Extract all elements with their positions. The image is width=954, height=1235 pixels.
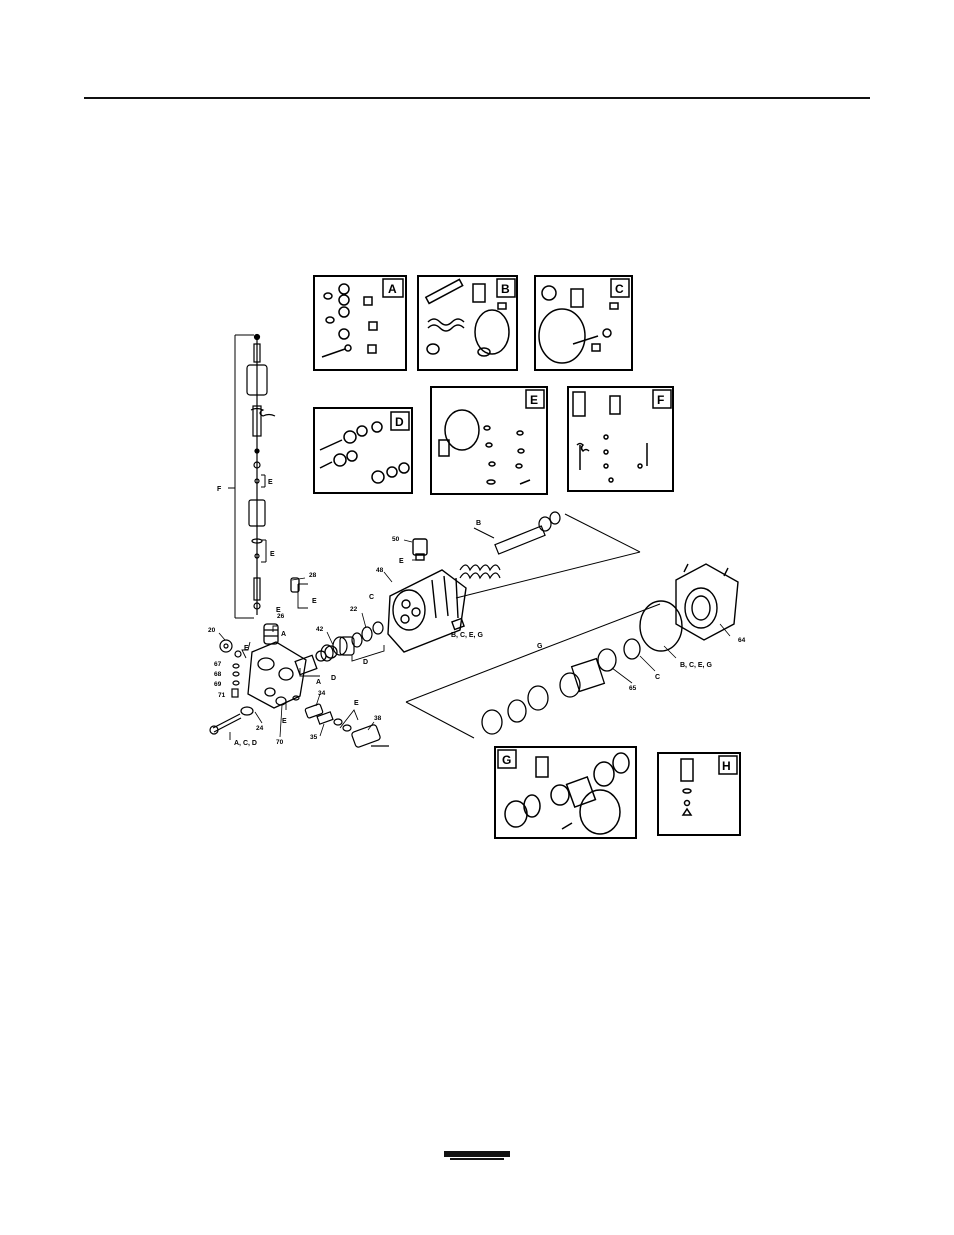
label-e-upper: E [268,479,273,486]
bracket-e-upper [261,475,265,487]
crankshaft-bearings [482,639,640,734]
callout-20: 20 [208,627,216,634]
callout-34: 34 [318,690,326,697]
label-e-26: E [276,607,281,614]
callout-22: 22 [350,606,358,613]
label-e-mid: E [270,551,275,558]
crankcase [640,564,738,651]
kit-b-box: B [418,276,517,370]
kit-g-box: G [495,747,636,838]
callout-71: 71 [218,692,226,699]
label-bceg-64: B, C, E, G [680,662,712,669]
callout-42: 42 [316,626,324,633]
kit-h-letter: H [722,759,731,773]
callout-68: 68 [214,671,222,678]
kit-c-box: C [535,276,632,370]
kit-e-letter: E [530,393,538,407]
label-e-left: E [244,645,249,652]
label-e-28: E [312,598,317,605]
label-c-65: C [655,674,660,681]
label-c-22: C [369,594,374,601]
kit-b-letter: B [501,282,510,296]
label-e-50: E [399,558,404,565]
callout-24: 24 [256,725,264,732]
kit-a-letter: A [388,282,397,296]
callout-64: 64 [738,637,746,644]
label-a-26: A [281,631,286,638]
label-bceg-48: B, C, E, G [451,632,483,639]
kit-f-box: F [568,387,673,491]
kit-e-box: E [431,387,547,494]
label-e-35: E [354,700,359,707]
label-f: F [217,486,222,493]
bracket-f [228,335,254,618]
kit-g-letter: G [502,753,511,767]
label-d-22: D [363,659,368,666]
bracket-e-mid [261,540,266,562]
callout-50: 50 [392,536,400,543]
callout-48: 48 [376,567,384,574]
label-b-top: B [476,520,481,527]
kit-d-letter: D [395,415,404,429]
leader-b [456,514,640,598]
callout-28: 28 [309,572,317,579]
leader-g [406,604,660,738]
callout-65: 65 [629,685,637,692]
plunger-spring-assembly [460,512,560,578]
callout-67: 67 [214,661,222,668]
outlet-fittings [305,704,389,748]
label-e-70: E [282,718,287,725]
label-acd: A, C, D [234,740,257,747]
kit-c-letter: C [615,282,624,296]
page-footer-underline [450,1158,504,1160]
callout-35: 35 [310,734,318,741]
label-d-42: D [331,675,336,682]
page-footer-bar [444,1151,510,1157]
kit-f-letter: F [657,393,664,407]
callout-26: 26 [277,613,285,620]
manifold [248,578,337,708]
label-g: G [537,643,543,650]
kit-d-box: D [314,408,412,493]
callout-70: 70 [276,739,284,746]
label-a-42: A [316,679,321,686]
kit-a-box: A [314,276,406,370]
kit-h-box: H [658,753,740,835]
callout-38: 38 [374,715,382,722]
callout-69: 69 [214,681,222,688]
